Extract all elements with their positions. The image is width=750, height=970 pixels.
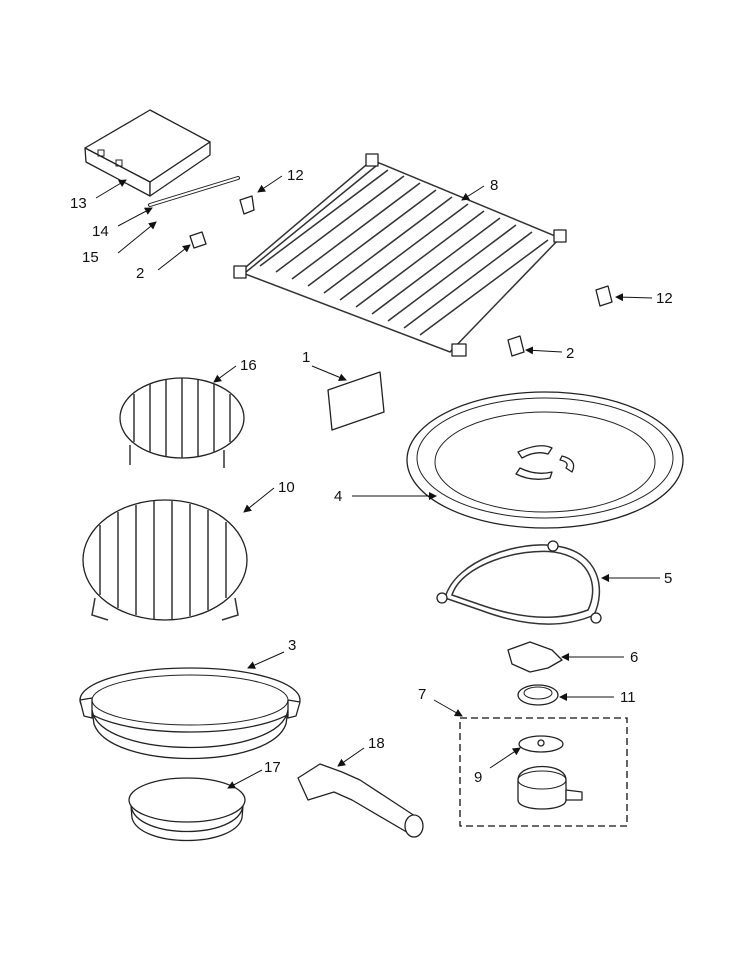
leader-lines — [95, 175, 660, 789]
callout-16: 16 — [240, 357, 257, 374]
part-5-roller-ring — [436, 540, 602, 625]
part-1-label — [327, 371, 385, 431]
part-12-clip-upper — [239, 195, 255, 215]
callout-labels: 1 2 2 3 4 5 6 7 8 9 10 11 12 12 13 14 15… — [70, 167, 673, 786]
callout-8: 8 — [490, 177, 498, 194]
part-12-clip-right — [595, 285, 613, 307]
callout-18: 18 — [368, 735, 385, 752]
part-9-motor — [517, 735, 583, 810]
part-16-small-rack — [119, 377, 245, 468]
part-2-clip-upper — [189, 231, 207, 249]
callout-11: 11 — [620, 689, 636, 706]
callout-5: 5 — [664, 570, 672, 587]
part-8-wire-rack — [233, 153, 567, 357]
part-13-cover — [84, 109, 211, 197]
part-17-round-dish — [128, 777, 246, 842]
callout-14: 14 — [92, 223, 109, 240]
part-2-clip-right — [507, 335, 525, 357]
part-14-15-rod — [148, 176, 240, 207]
callout-12-right: 12 — [656, 290, 673, 307]
callout-15: 15 — [82, 249, 99, 266]
part-6-coupler — [507, 641, 563, 673]
part-3-oval-pan — [79, 667, 301, 760]
part-18-handle — [297, 763, 424, 838]
callout-6: 6 — [630, 649, 638, 666]
callout-9: 9 — [474, 769, 482, 786]
callout-10: 10 — [278, 479, 295, 496]
part-11-ring — [517, 684, 559, 706]
callout-1: 1 — [302, 349, 310, 366]
callout-4: 4 — [334, 488, 342, 505]
part-10-large-rack — [82, 499, 248, 621]
part-7-kit-box — [459, 717, 628, 827]
callout-13: 13 — [70, 195, 87, 212]
callout-12-upper: 12 — [287, 167, 304, 184]
callout-3: 3 — [288, 637, 296, 654]
callout-2-upper: 2 — [136, 265, 144, 282]
part-4-glass-tray — [406, 391, 684, 529]
callout-17: 17 — [264, 759, 281, 776]
callout-2-right: 2 — [566, 345, 574, 362]
callout-7: 7 — [418, 686, 426, 703]
